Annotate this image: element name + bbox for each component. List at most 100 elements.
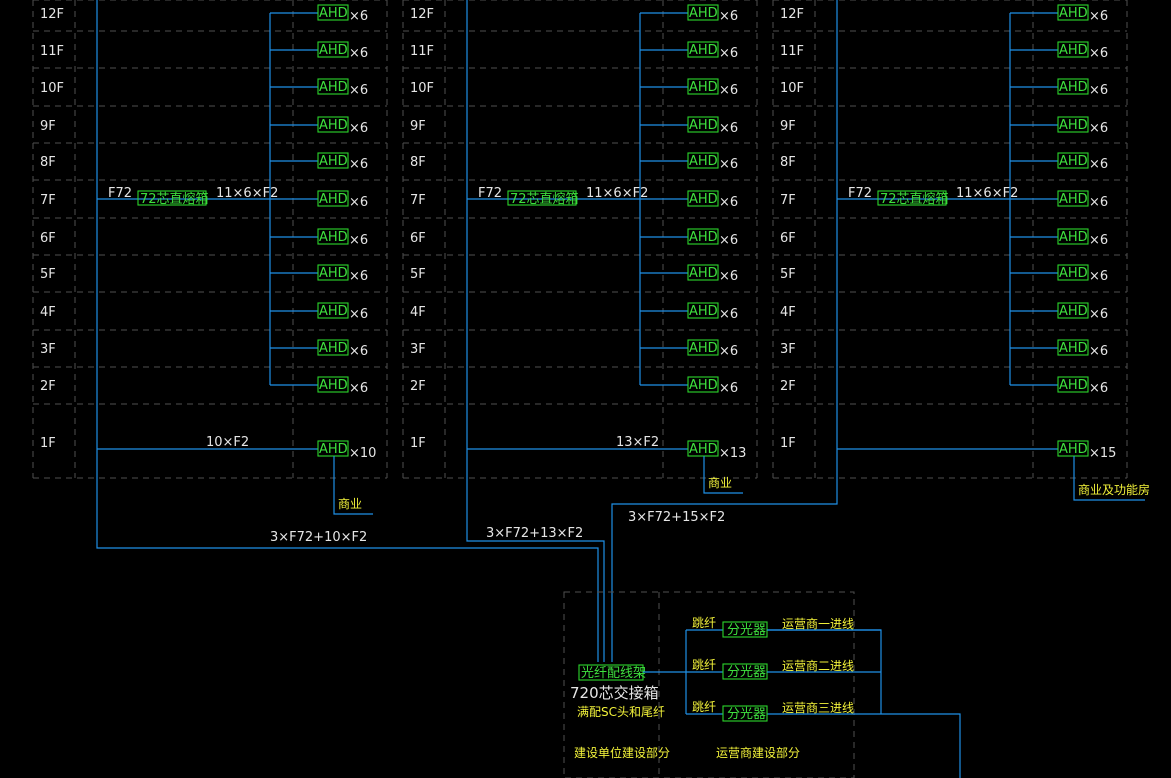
operator-label-1: 运营商一进线: [782, 616, 854, 631]
splitter-box-3: [722, 705, 768, 722]
ground-floor-cable-label: 13×F2: [616, 435, 659, 450]
branch-cable-label: 11×6×F2: [586, 186, 648, 201]
floor-box-count: ×6: [719, 46, 738, 61]
floor-box-count: ×6: [1089, 83, 1108, 98]
floor-label: 1F: [410, 436, 426, 451]
floor-box-label: AHD: [319, 118, 348, 133]
floor-box-label: AHD: [319, 192, 348, 207]
splitter-row-3: 跳纤 分光器 运营商三进线: [686, 700, 854, 722]
floor-box: [317, 302, 349, 319]
floor-box: [317, 78, 349, 95]
floor-box-count: ×6: [349, 307, 368, 322]
ground-floor-usage: 商业: [708, 475, 732, 490]
floor-box-count: ×6: [719, 195, 738, 210]
splitter-label-1: 分光器: [727, 623, 766, 638]
floor-box-count: ×6: [349, 157, 368, 172]
floor-label: 9F: [410, 119, 426, 134]
ground-floor-box-label: AHD: [1059, 442, 1088, 457]
jumper-label-1: 跳纤: [692, 616, 716, 630]
floor-box: [1057, 228, 1089, 245]
splice-box: [507, 190, 577, 206]
ground-floor-box-count: ×15: [1089, 446, 1116, 461]
splice-box: [137, 190, 207, 206]
ground-floor-box-label: AHD: [319, 442, 348, 457]
floor-box: [687, 376, 719, 393]
floor-label: 7F: [780, 193, 796, 208]
floor-box-count: ×6: [719, 344, 738, 359]
ground-floor-box: [1057, 440, 1089, 457]
floor-box: [687, 116, 719, 133]
floor-label: 10F: [780, 81, 804, 96]
splice-box-label: 72芯直熔箱: [140, 191, 209, 207]
floor-label: 8F: [40, 155, 56, 170]
operator-label-2: 运营商二进线: [782, 658, 854, 673]
floor-box: [317, 4, 349, 21]
usage-lead-wire: [703, 456, 743, 494]
floor-box-count: ×6: [349, 381, 368, 396]
floor-box: [1057, 264, 1089, 281]
floor-box-count: ×6: [1089, 233, 1108, 248]
floor-label: 12F: [410, 7, 434, 22]
riser-cable-label: F72: [848, 186, 872, 201]
floor-box: [317, 116, 349, 133]
floor-box: [317, 152, 349, 169]
floor-label: 7F: [40, 193, 56, 208]
floor-label: 8F: [410, 155, 426, 170]
floor-box-label: AHD: [319, 230, 348, 245]
splitter-row-2: 跳纤 分光器 运营商二进线: [686, 658, 881, 680]
floor-box: [687, 339, 719, 356]
floor-box-label: AHD: [689, 43, 718, 58]
floor-box-label: AHD: [1059, 192, 1088, 207]
splice-box-label: 72芯直熔箱: [510, 191, 579, 207]
ground-floor-cable-label: 10×F2: [206, 435, 249, 450]
floor-box: [1057, 152, 1089, 169]
floor-box-count: ×6: [349, 269, 368, 284]
floor-label: 7F: [410, 193, 426, 208]
floor-box-label: AHD: [1059, 266, 1088, 281]
floor-label: 4F: [40, 305, 56, 320]
splitter-label-2: 分光器: [727, 665, 766, 680]
floor-box-count: ×6: [719, 269, 738, 284]
floor-box-label: AHD: [689, 80, 718, 95]
floor-label: 10F: [40, 81, 64, 96]
splice-box: [877, 190, 947, 206]
floor-box-label: AHD: [319, 304, 348, 319]
feeder-line-building-3: [611, 0, 838, 662]
floor-label: 11F: [780, 44, 804, 59]
floor-label: 2F: [780, 379, 796, 394]
floor-box: [1057, 41, 1089, 58]
ground-floor-box: [317, 440, 349, 457]
floor-label: 1F: [780, 436, 796, 451]
floor-box-label: AHD: [319, 80, 348, 95]
floor-box: [687, 41, 719, 58]
floor-label: 9F: [40, 119, 56, 134]
floor-box-label: AHD: [319, 154, 348, 169]
cabinet-outline: [563, 591, 855, 778]
floor-box-label: AHD: [689, 6, 718, 21]
floor-box-label: AHD: [319, 341, 348, 356]
floor-label: 3F: [780, 342, 796, 357]
floor-box: [687, 152, 719, 169]
floor-label: 2F: [40, 379, 56, 394]
floor-label: 6F: [780, 231, 796, 246]
branch-cable-label: 11×6×F2: [216, 186, 278, 201]
floor-box: [1057, 116, 1089, 133]
floor-label: 6F: [410, 231, 426, 246]
splitter-row-1: 跳纤 分光器 运营商一进线: [686, 616, 881, 638]
floor-box-count: ×6: [719, 307, 738, 322]
floor-box: [687, 302, 719, 319]
odf-label: 光纤配线架: [581, 666, 646, 681]
floor-box-count: ×6: [1089, 195, 1108, 210]
floor-label: 3F: [410, 342, 426, 357]
floor-box-label: AHD: [1059, 304, 1088, 319]
jumper-label-2: 跳纤: [692, 658, 716, 672]
floor-box-label: AHD: [319, 43, 348, 58]
feeder-line-building-2: [466, 0, 605, 662]
ground-floor-box-count: ×10: [349, 446, 376, 461]
floor-label: 9F: [780, 119, 796, 134]
floor-box-label: AHD: [1059, 80, 1088, 95]
floor-box-count: ×6: [1089, 307, 1108, 322]
feeder-label-building-1: 3×F72+10×F2: [270, 530, 367, 545]
floor-box-label: AHD: [319, 378, 348, 393]
floor-box-count: ×6: [719, 121, 738, 136]
